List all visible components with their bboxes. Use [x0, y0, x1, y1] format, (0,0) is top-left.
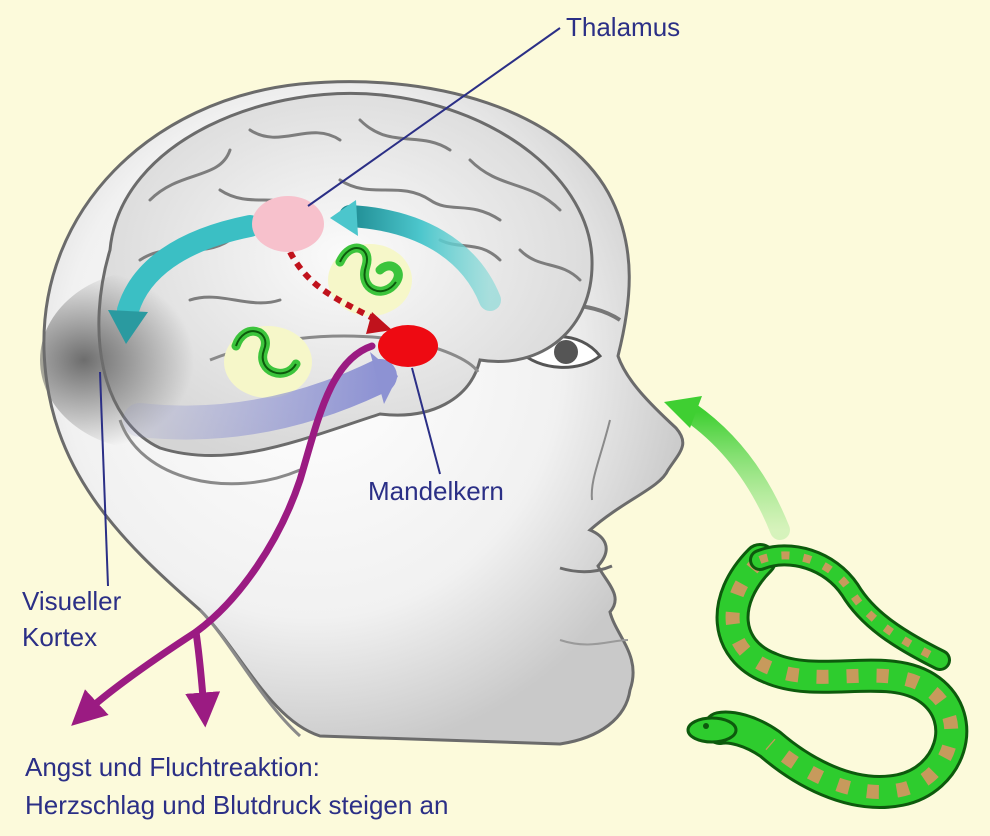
caption-line-1: Angst und Fluchtreaktion:	[25, 752, 320, 782]
visual-cortex-label-line2: Kortex	[22, 622, 97, 652]
caption-line-2: Herzschlag und Blutdruck steigen an	[25, 790, 448, 820]
thalamus-label: Thalamus	[566, 12, 680, 42]
snake-thought-icon-2	[224, 326, 312, 398]
mandelkern-label: Mandelkern	[368, 476, 504, 506]
snake-thought-icon	[328, 244, 412, 316]
snake-icon	[688, 555, 951, 792]
thalamus-node	[252, 196, 324, 252]
visual-cortex-label-line1: Visueller	[22, 586, 121, 616]
eye-input-arrow	[664, 396, 780, 530]
amygdala-node	[378, 325, 438, 367]
pupil-icon	[554, 340, 578, 364]
